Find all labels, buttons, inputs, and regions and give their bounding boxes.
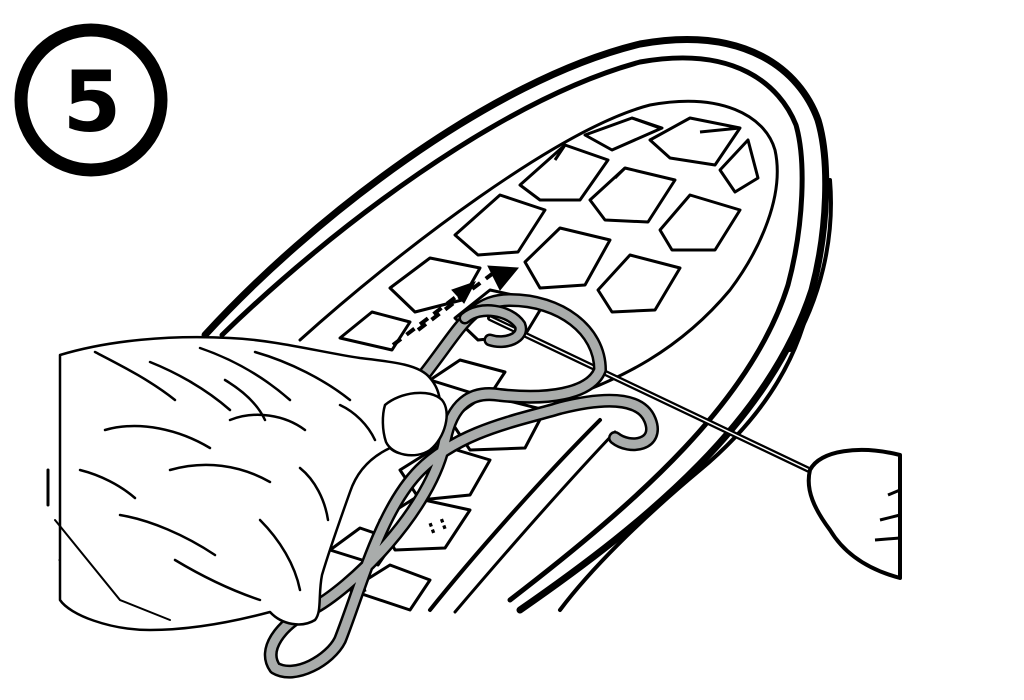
remote-side-wall bbox=[558, 288, 814, 612]
direction-arrow bbox=[391, 265, 520, 347]
remote-lower-edge bbox=[46, 468, 171, 621]
keypad-button bbox=[658, 193, 742, 252]
keypad-button bbox=[588, 166, 677, 224]
keypad-button bbox=[648, 116, 742, 167]
thumb bbox=[381, 391, 448, 457]
wire-loop bbox=[263, 293, 659, 679]
keypad-button bbox=[518, 143, 610, 202]
keypad-button bbox=[348, 563, 432, 612]
keypad-buttons bbox=[58, 116, 760, 614]
keypad-button bbox=[338, 310, 412, 352]
needle-probe bbox=[487, 315, 902, 580]
needle-handle bbox=[806, 448, 902, 580]
remote-outer-edge bbox=[201, 36, 830, 614]
step-number-badge: 5 bbox=[14, 23, 168, 177]
keypad-button bbox=[596, 253, 682, 314]
step-number: 5 bbox=[63, 53, 121, 151]
keypad-button bbox=[583, 116, 664, 152]
keypad-button bbox=[523, 226, 612, 290]
remote-control-body bbox=[201, 36, 833, 614]
keypad-border bbox=[298, 99, 779, 402]
keypad-button bbox=[453, 193, 547, 257]
hand bbox=[58, 335, 448, 632]
keypad-button bbox=[718, 138, 760, 194]
hand-outline bbox=[58, 335, 442, 632]
